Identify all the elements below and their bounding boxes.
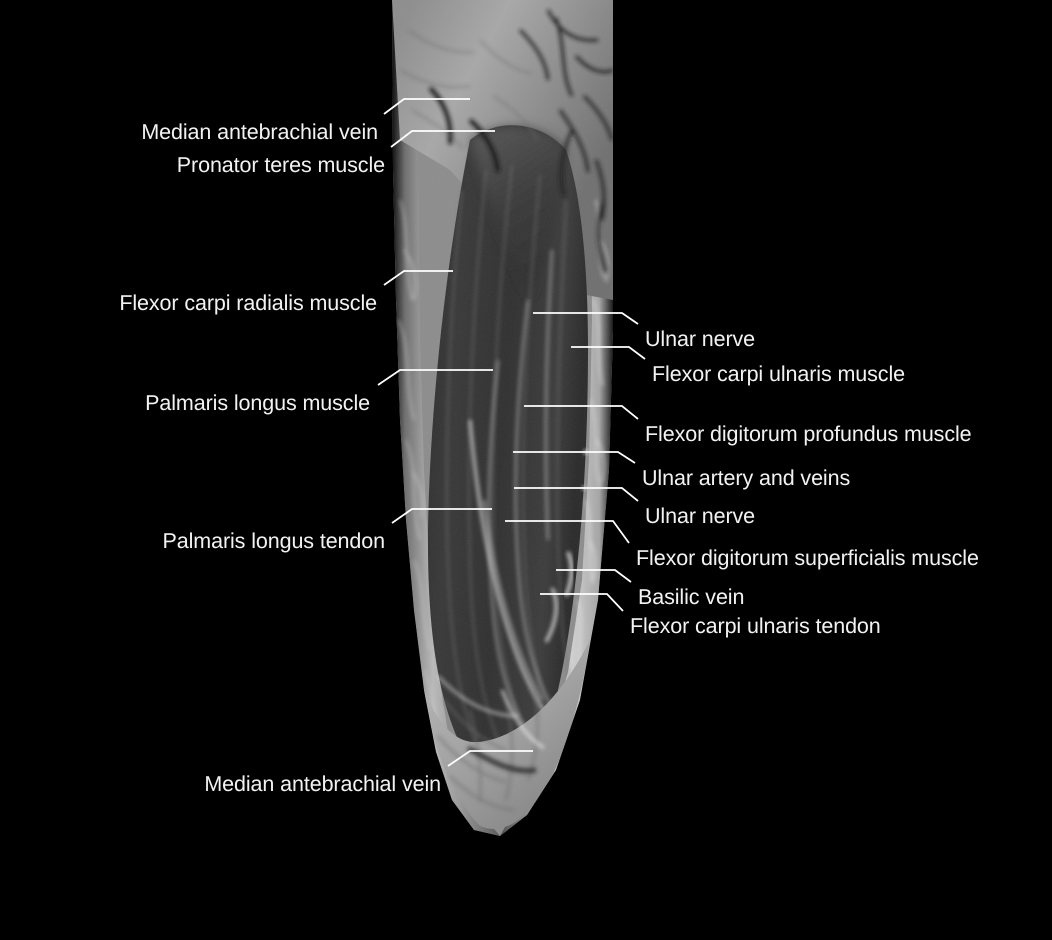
label-median-antebrachial-vein-proximal: Median antebrachial vein [141, 120, 378, 144]
label-median-antebrachial-vein-distal: Median antebrachial vein [204, 772, 441, 796]
label-ulnar-nerve-proximal: Ulnar nerve [645, 327, 756, 351]
label-flexor-carpi-ulnaris-tendon: Flexor carpi ulnaris tendon [630, 614, 881, 638]
label-flexor-carpi-radialis-muscle: Flexor carpi radialis muscle [119, 291, 377, 315]
label-pronator-teres-muscle: Pronator teres muscle [176, 153, 385, 177]
label-flexor-digitorum-profundus-muscle: Flexor digitorum profundus muscle [645, 422, 972, 446]
label-flexor-carpi-ulnaris-muscle: Flexor carpi ulnaris muscle [652, 362, 905, 386]
label-palmaris-longus-tendon: Palmaris longus tendon [162, 529, 386, 553]
label-ulnar-nerve-distal: Ulnar nerve [645, 504, 756, 528]
label-ulnar-artery-and-veins: Ulnar artery and veins [642, 466, 851, 490]
label-flexor-digitorum-superficialis-muscle: Flexor digitorum superficialis muscle [636, 546, 979, 570]
label-palmaris-longus-muscle: Palmaris longus muscle [145, 391, 370, 415]
label-basilic-vein: Basilic vein [638, 585, 745, 609]
